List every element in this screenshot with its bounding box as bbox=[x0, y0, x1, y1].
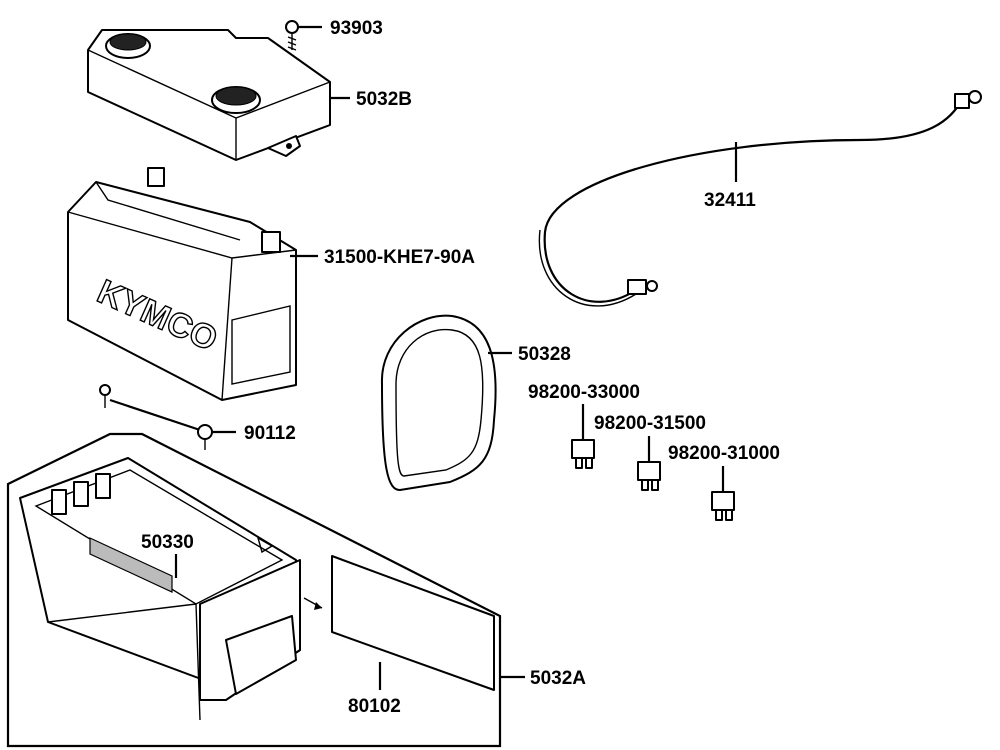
label-93903: 93903 bbox=[330, 18, 383, 39]
label-5032a: 5032A bbox=[530, 668, 586, 689]
battery-cover-5032b bbox=[87, 29, 331, 161]
label-98200-31000: 98200-31000 bbox=[668, 443, 780, 464]
fuse-98200-33000 bbox=[571, 439, 595, 469]
tray-pad-50330 bbox=[89, 537, 173, 593]
label-80102: 80102 bbox=[348, 696, 401, 717]
tray-group-outline bbox=[6, 432, 502, 748]
label-98200-31500: 98200-31500 bbox=[594, 413, 706, 434]
label-31500-khe7-90a: 31500-KHE7-90A bbox=[324, 247, 475, 268]
battery-tray-5032a bbox=[19, 457, 301, 721]
label-50330: 50330 bbox=[141, 532, 194, 553]
label-98200-33000: 98200-33000 bbox=[528, 382, 640, 403]
fuse-98200-31500 bbox=[637, 461, 661, 491]
label-50328: 50328 bbox=[518, 344, 571, 365]
label-90112: 90112 bbox=[244, 423, 296, 444]
fuse-98200-31000 bbox=[711, 491, 735, 521]
rubber-band-50328 bbox=[380, 314, 497, 491]
screw-93903 bbox=[285, 20, 299, 51]
label-5032b: 5032B bbox=[356, 89, 412, 110]
callout-labels: 93903 5032B 31500-KHE7-90A 32411 50328 9… bbox=[141, 18, 780, 717]
battery-31500: KYMCO bbox=[67, 167, 297, 401]
sheet-80102 bbox=[303, 555, 495, 691]
battery-cable-32411 bbox=[538, 90, 982, 307]
label-32411: 32411 bbox=[704, 190, 756, 211]
leader-lines bbox=[174, 25, 738, 690]
